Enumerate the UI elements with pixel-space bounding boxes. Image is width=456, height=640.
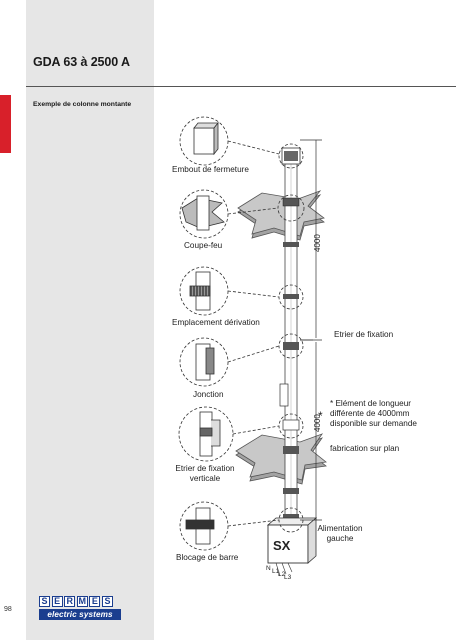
title-divider bbox=[26, 86, 456, 87]
detail-emplacement bbox=[179, 266, 229, 316]
dimension-star: * bbox=[318, 409, 323, 423]
dimension-mid: 4000 bbox=[313, 414, 322, 432]
logo-letters: S E R M E S bbox=[39, 596, 115, 607]
busway-column bbox=[279, 147, 301, 531]
feed-box-label: SX bbox=[273, 538, 291, 553]
note-line3: disponible sur demande bbox=[330, 419, 417, 428]
label-emplacement: Emplacement dérivation bbox=[172, 318, 260, 327]
page-number: 98 bbox=[4, 606, 12, 613]
logo-letter: E bbox=[89, 596, 101, 607]
dimension-lines bbox=[300, 139, 322, 521]
label-etrier-verticale-line2: verticale bbox=[189, 474, 221, 483]
detail-jonction bbox=[179, 337, 229, 387]
phase-n: N bbox=[266, 565, 271, 572]
logo-letter: S bbox=[39, 596, 50, 607]
logo-letter: S bbox=[101, 596, 113, 607]
lower-floor-slab-top bbox=[235, 433, 327, 481]
label-fabrication: fabrication sur plan bbox=[330, 444, 400, 453]
phase-l3: L3 bbox=[284, 574, 292, 581]
label-etrier-fixation: Etrier de fixation bbox=[334, 330, 394, 339]
label-etrier-verticale-line1: Etrier de fixation bbox=[175, 464, 235, 473]
note-line1: * Elément de longueur bbox=[330, 399, 412, 408]
logo-tagline: electric systems bbox=[39, 609, 121, 620]
page-title: GDA 63 à 2500 A bbox=[33, 55, 130, 69]
callout-circle-joint bbox=[278, 333, 304, 359]
section-tab bbox=[0, 95, 11, 153]
detail-etrier-verticale bbox=[178, 406, 234, 462]
detail-embout bbox=[179, 116, 229, 166]
logo-letter: E bbox=[51, 596, 63, 607]
dimension-top: 4000 bbox=[313, 234, 322, 252]
section-subtitle: Exemple de colonne montante bbox=[33, 101, 132, 108]
upper-floor-slab-top bbox=[237, 190, 325, 237]
logo-letter: R bbox=[64, 596, 76, 607]
label-alimentation-line1: Alimentation bbox=[317, 524, 363, 533]
note-block: * Elément de longueur différente de 4000… bbox=[330, 399, 417, 429]
callout-circle-top bbox=[278, 143, 304, 169]
label-blocage: Blocage de barre bbox=[176, 553, 239, 562]
phase-l2: L2 bbox=[278, 571, 286, 578]
label-alimentation-line2: gauche bbox=[326, 534, 354, 543]
label-jonction: Jonction bbox=[193, 390, 224, 399]
label-etrier-verticale: Etrier de fixation verticale bbox=[174, 464, 236, 484]
leader-lines bbox=[227, 140, 280, 527]
note-line2: différente de 4000mm bbox=[330, 409, 410, 418]
label-coupe-feu: Coupe-feu bbox=[184, 241, 223, 250]
label-alimentation: Alimentation gauche bbox=[308, 524, 372, 544]
logo-letter: M bbox=[76, 596, 88, 607]
label-embout: Embout de fermeture bbox=[172, 165, 249, 174]
sermes-logo: S E R M E S electric systems bbox=[39, 596, 121, 626]
detail-blocage bbox=[179, 501, 229, 551]
detail-coupe-feu bbox=[179, 189, 229, 239]
phase-l1: L1 bbox=[272, 568, 280, 575]
side-panel bbox=[26, 0, 154, 640]
